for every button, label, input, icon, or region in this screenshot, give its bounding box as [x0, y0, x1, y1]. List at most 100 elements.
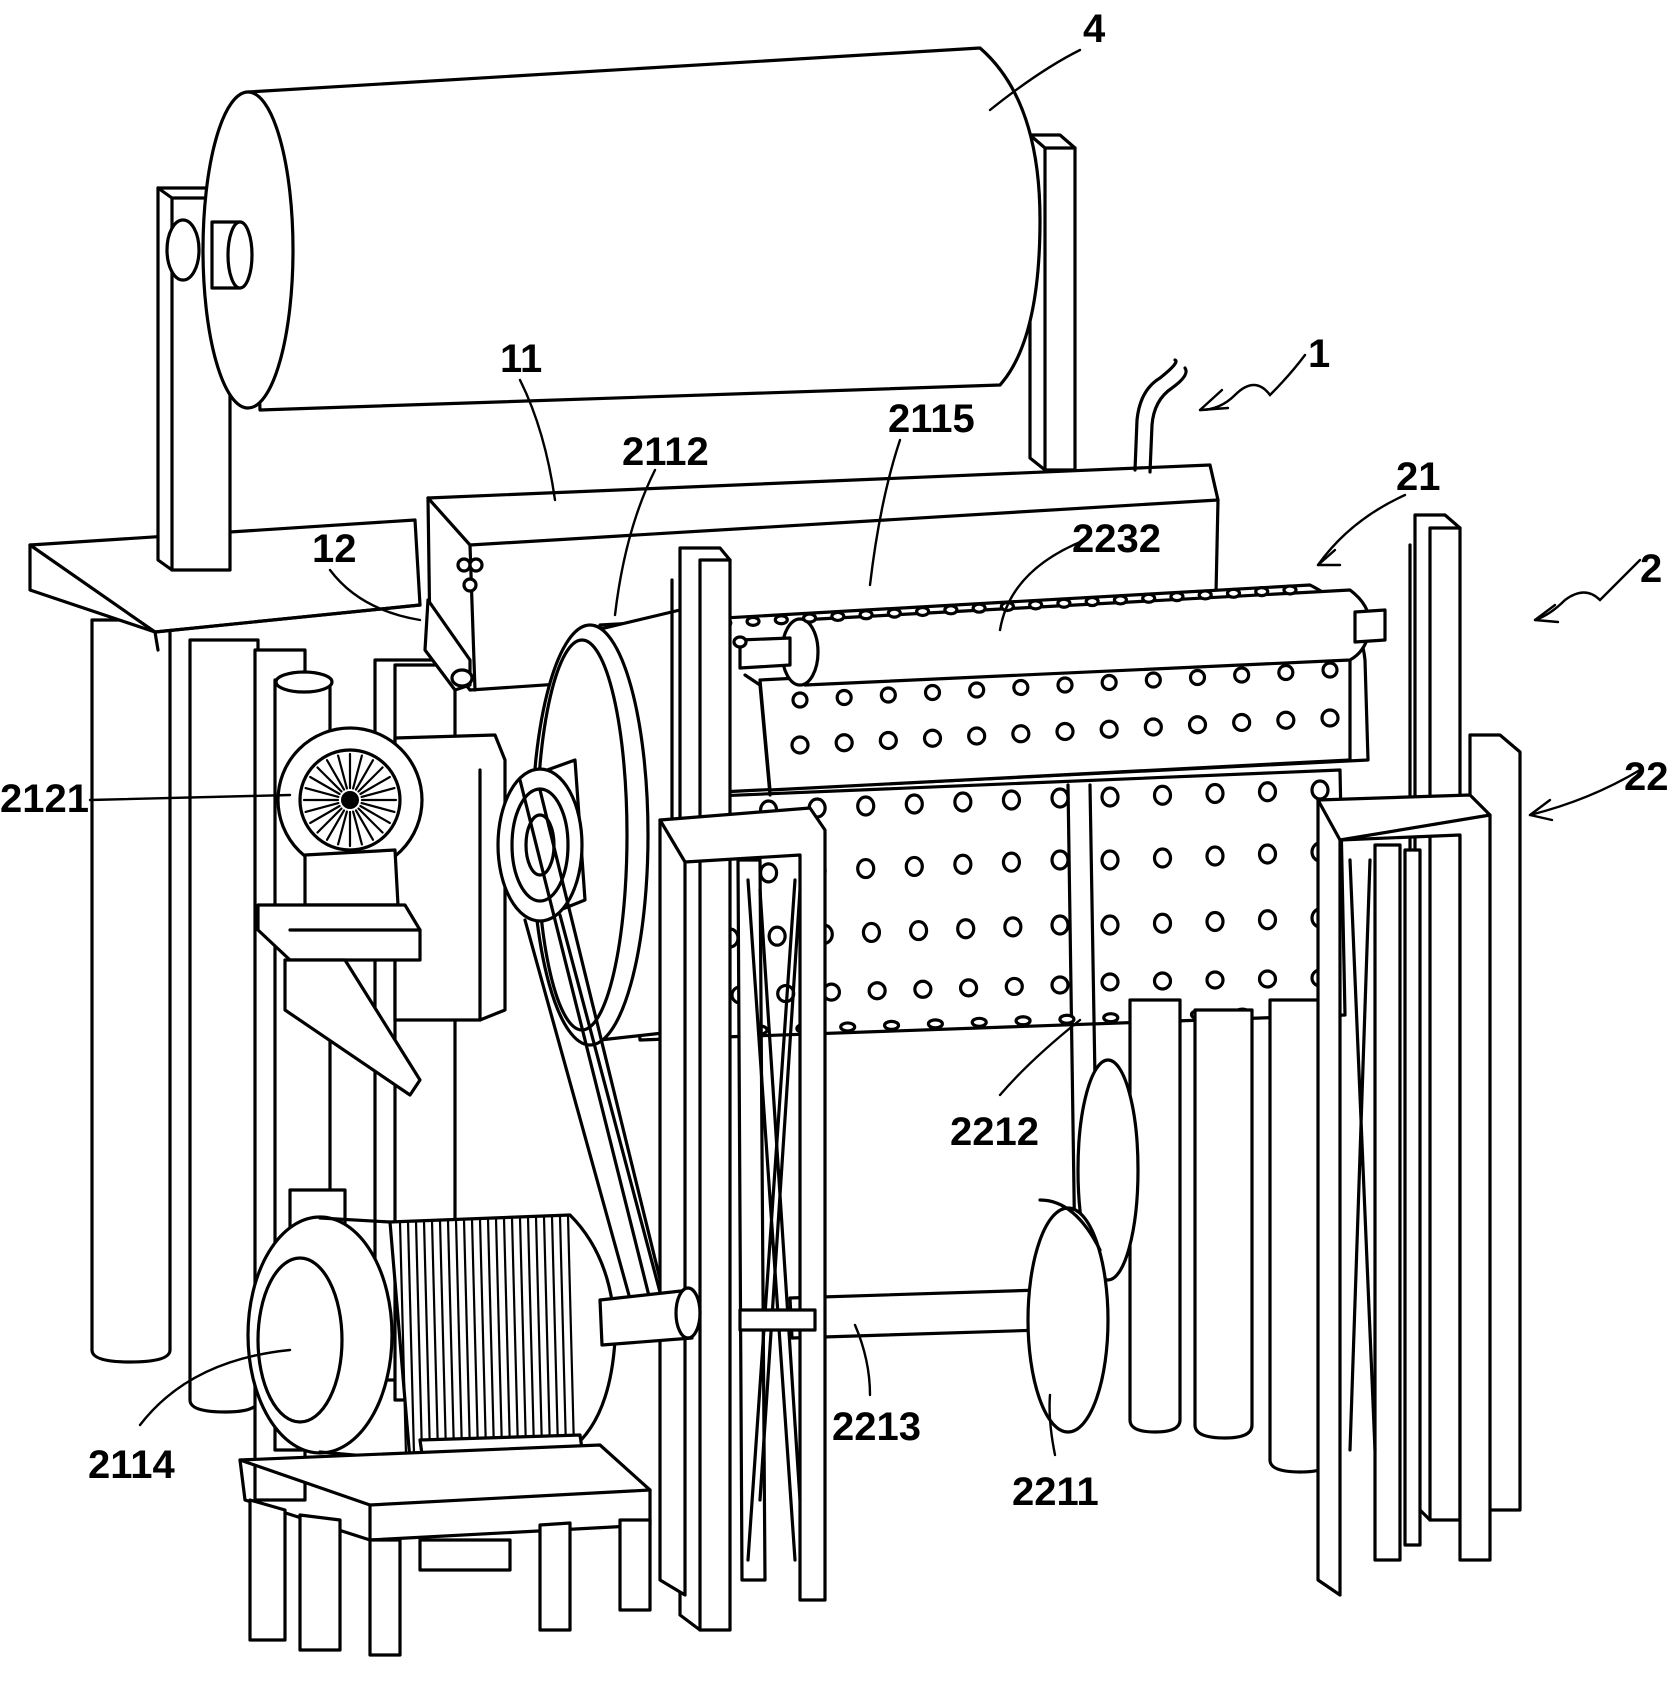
perforation-hole — [758, 862, 779, 884]
motor-fin — [550, 1215, 560, 1451]
fan-blade — [309, 804, 341, 825]
perforation-hole — [867, 981, 887, 1001]
label-2232: 2232 — [1072, 517, 1161, 561]
perforation-hole — [923, 683, 942, 702]
perforation-hole — [1205, 782, 1225, 805]
perforation-hole — [856, 795, 876, 817]
perforation-hole — [878, 730, 898, 751]
label-4: 4 — [1083, 7, 1106, 51]
motor-fin — [542, 1215, 552, 1451]
fan-blade — [325, 809, 346, 841]
perforation-hole — [926, 1018, 944, 1030]
motor-fin — [486, 1217, 496, 1453]
perforation-hole — [1050, 849, 1070, 871]
perforation-hole — [861, 921, 882, 944]
label-2: 2 — [1640, 547, 1662, 591]
perforation-hole — [1187, 715, 1208, 735]
perforation-hole — [971, 602, 987, 614]
perforation-hole — [953, 853, 973, 875]
motor-fin — [502, 1216, 512, 1453]
motor-fin — [422, 1219, 432, 1456]
perforation-hole — [886, 607, 902, 619]
perforation-hole — [835, 688, 853, 707]
motor-fin — [510, 1216, 520, 1452]
label-2211: 2211 — [1012, 1470, 1099, 1514]
perforation-hole — [943, 604, 959, 616]
perforation-hole — [1320, 708, 1340, 728]
perforation-hole — [1100, 972, 1120, 992]
perforation-hole — [1001, 851, 1022, 873]
perforation-hole — [953, 791, 973, 813]
perforation-hole — [968, 681, 986, 699]
perforation-hole — [1011, 724, 1031, 744]
fan-blade — [359, 804, 391, 825]
fan-unit — [256, 726, 507, 1097]
motor-fin — [526, 1216, 536, 1452]
fan-blade — [352, 754, 364, 790]
motor-fin — [518, 1216, 528, 1452]
perforation-hole — [1257, 781, 1278, 803]
perforation-hole — [791, 691, 809, 709]
perforation-hole — [1028, 599, 1044, 611]
motor-fin — [478, 1217, 488, 1454]
perforation-hole — [767, 925, 787, 947]
fan-blade — [316, 807, 343, 834]
perforation-hole — [1233, 666, 1251, 684]
fan-blade — [304, 786, 340, 798]
fan-blade — [357, 807, 384, 834]
fan-blade — [309, 775, 341, 796]
perforation-hole — [1169, 591, 1185, 603]
perforation-hole — [1205, 970, 1225, 990]
perforation-hole — [1055, 721, 1075, 742]
perforation-hole — [1257, 843, 1278, 865]
motor-fin — [406, 1220, 416, 1456]
motor-fin — [462, 1218, 472, 1454]
perforation-hole — [1014, 1015, 1032, 1027]
perforation-hole — [1056, 676, 1074, 694]
motor-fin — [414, 1220, 424, 1456]
fan-blade — [316, 766, 343, 793]
fan-blade — [354, 759, 375, 791]
perforation-hole — [1197, 589, 1213, 601]
perforation-hole — [1141, 592, 1157, 604]
perforation-hole — [1100, 849, 1120, 871]
label-2213: 2213 — [832, 1405, 921, 1449]
motor-fin — [430, 1219, 440, 1455]
perforation-hole — [1084, 595, 1100, 608]
perforation-hole — [839, 1021, 857, 1033]
motor-fin — [566, 1214, 576, 1450]
paper-roll — [201, 46, 1042, 412]
perforation-hole — [958, 978, 979, 998]
perforation-hole — [882, 1019, 901, 1031]
perforation-hole — [1050, 787, 1070, 809]
perforation-hole — [970, 1016, 988, 1028]
perforation-hole — [1152, 847, 1173, 869]
motor-fin — [470, 1218, 480, 1454]
perforation-hole — [1277, 663, 1295, 682]
fan-blade — [360, 786, 396, 798]
perforation-hole — [1152, 971, 1173, 991]
label-12: 12 — [312, 527, 357, 571]
label-2114: 2114 — [88, 1443, 176, 1487]
fan-blade — [304, 802, 340, 814]
perforation-hole — [1205, 910, 1225, 933]
perforation-hole — [1050, 975, 1070, 995]
perforation-hole — [1143, 717, 1163, 737]
perforation-hole — [1056, 597, 1072, 609]
fan-blade — [336, 810, 348, 846]
perforation-hole — [1099, 719, 1119, 739]
perforation-hole — [773, 614, 789, 626]
perforation-hole — [904, 855, 924, 878]
perforation-hole — [1225, 587, 1242, 599]
perforation-hole — [834, 733, 854, 753]
fan-blade — [336, 754, 348, 790]
perforation-hole — [1205, 845, 1225, 867]
perforation-hole — [1102, 1012, 1120, 1024]
label-11: 11 — [500, 337, 542, 381]
perforation-hole — [856, 857, 876, 880]
motor-fin — [398, 1220, 408, 1457]
motor-fin — [494, 1217, 504, 1453]
perforation-hole — [1188, 668, 1207, 687]
perforation-hole — [801, 612, 818, 624]
